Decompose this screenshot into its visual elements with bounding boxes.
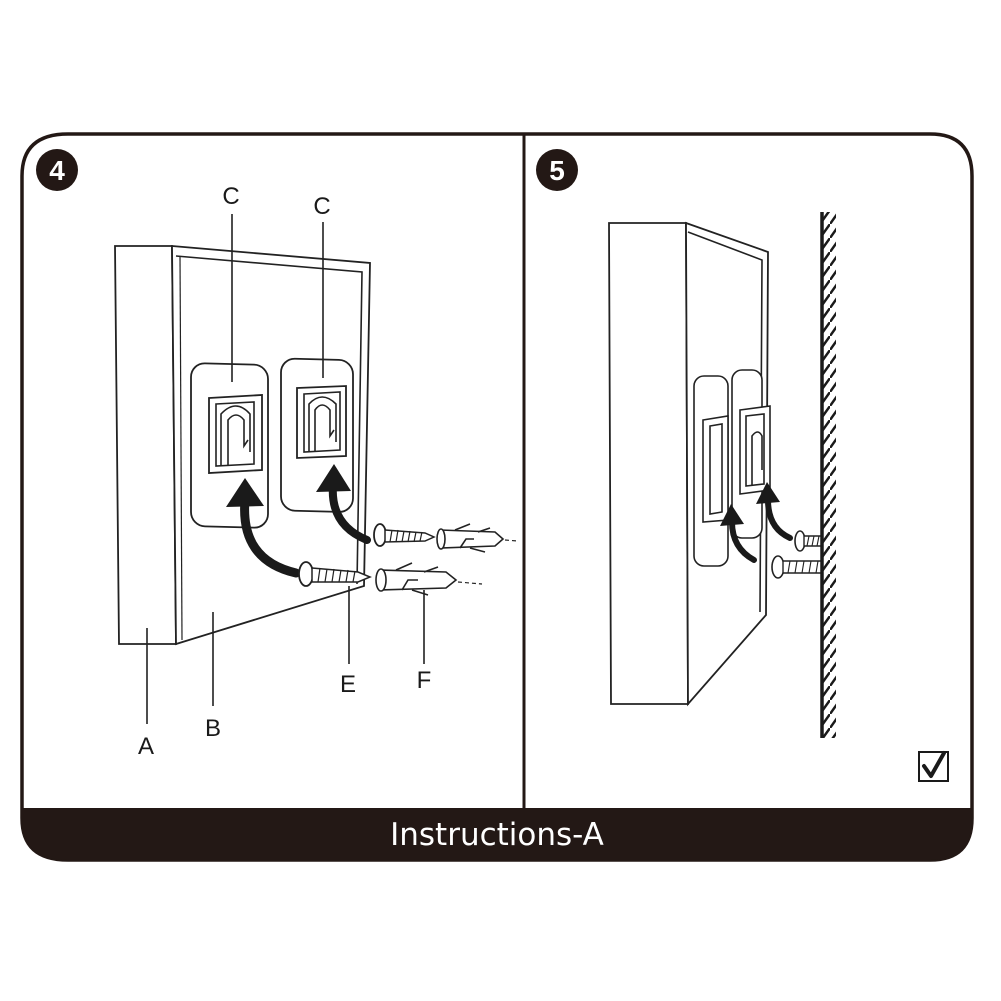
hook-left <box>208 394 263 474</box>
banner-title: Instructions-A <box>390 817 604 853</box>
screw-lower-e <box>298 561 372 587</box>
leader-lines <box>146 214 425 724</box>
board-left <box>114 245 371 646</box>
step-4-number: 4 <box>49 155 65 186</box>
label-c-right: C <box>313 193 330 220</box>
wall <box>820 212 836 738</box>
label-c-left: C <box>222 183 239 210</box>
bottom-banner: Instructions-A <box>22 808 972 860</box>
insert-arrow-left <box>226 478 301 578</box>
step-4-badge: 4 <box>36 149 78 191</box>
anchor-upper <box>436 523 519 553</box>
label-e: E <box>340 671 356 698</box>
label-a: A <box>138 733 154 760</box>
checkmark-icon <box>918 751 949 782</box>
label-f: F <box>417 667 432 694</box>
step-5-panel: 5 <box>536 149 949 782</box>
mount-arrows <box>720 482 793 563</box>
step-5-number: 5 <box>549 155 565 186</box>
label-b: B <box>205 715 221 742</box>
step-5-badge: 5 <box>536 149 578 191</box>
pads-side-view <box>693 369 771 567</box>
step-4-panel: 4 <box>36 149 519 760</box>
insert-arrow-right <box>316 464 371 544</box>
hook-right <box>296 385 347 459</box>
screw-upper <box>373 523 436 547</box>
anchor-lower-f <box>375 562 483 596</box>
